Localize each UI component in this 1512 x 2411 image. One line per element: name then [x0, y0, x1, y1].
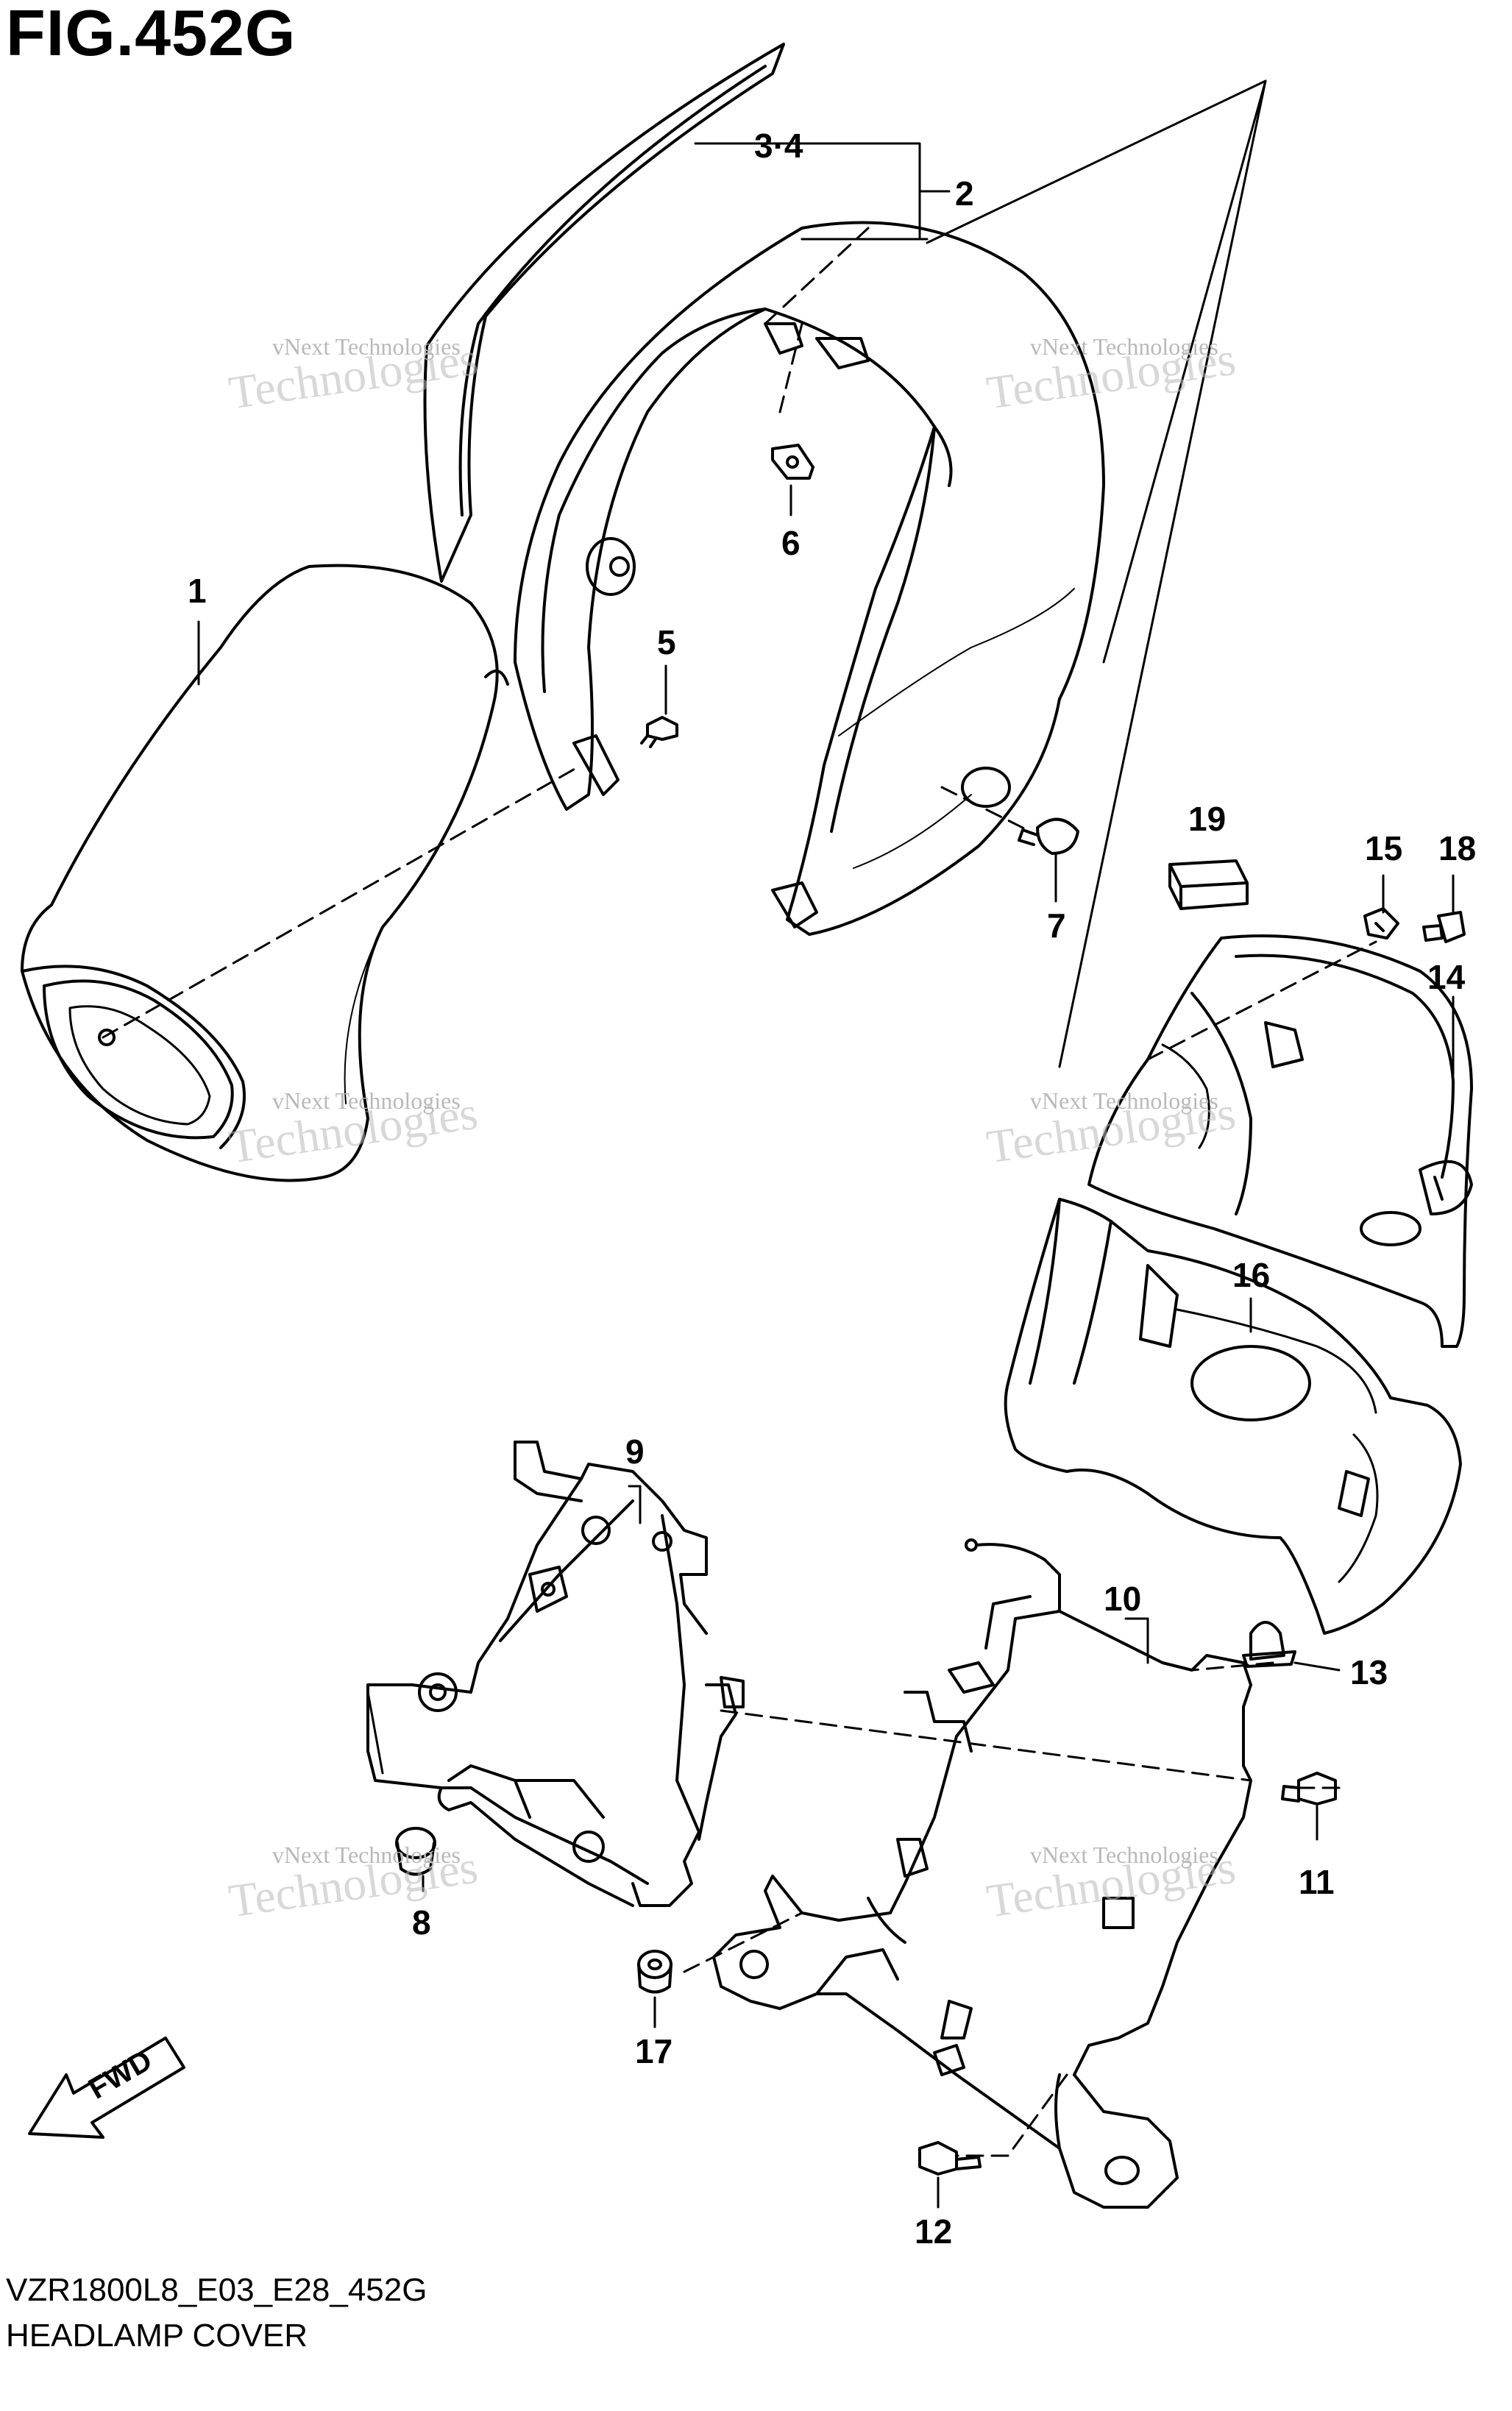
part-14-inner-cover — [1087, 934, 1473, 1348]
figure-code: VZR1800L8_E03_E28_452G — [6, 2272, 427, 2308]
part-5-bolt — [640, 716, 678, 748]
callout-19: 19 — [1188, 800, 1227, 838]
figure-caption: HEADLAMP COVER — [6, 2318, 308, 2354]
callout-15: 15 — [1365, 829, 1403, 867]
callout-5: 5 — [657, 623, 676, 661]
callout-13: 13 — [1350, 1653, 1388, 1691]
callout-2: 2 — [955, 174, 974, 213]
part-10-bracket — [712, 1538, 1252, 2209]
part-8-grommet — [395, 1827, 436, 1876]
callout-1: 1 — [188, 572, 207, 610]
part-19-cushion — [1168, 859, 1249, 910]
part-3-4-trim-strip — [423, 43, 785, 583]
callout-6: 6 — [781, 524, 801, 562]
callout-14: 14 — [1427, 958, 1466, 996]
part-7-screw — [1018, 817, 1079, 855]
callout-10: 10 — [1104, 1580, 1142, 1618]
part-11-bolt — [1281, 1772, 1337, 1805]
part-17-collar — [637, 1950, 672, 1994]
leader-lines — [197, 79, 1455, 2209]
callout-17: 17 — [635, 2032, 673, 2070]
part-2-headlamp-cover — [514, 221, 1105, 936]
callout-16: 16 — [1232, 1256, 1271, 1294]
figure-title: FIG.452G — [6, 0, 297, 69]
part-1-headlamp-housing — [21, 564, 509, 1182]
part-18-clip — [1422, 911, 1466, 943]
part-6-nut — [771, 444, 814, 480]
part-9-bracket — [366, 1441, 745, 1907]
part-13-rivet — [1242, 1621, 1296, 1668]
callout-7: 7 — [1047, 906, 1066, 945]
part-16-lower-cover — [1004, 1198, 1462, 1635]
callout-11: 11 — [1299, 1863, 1335, 1901]
assembly-lines — [102, 227, 1377, 2157]
callout-18: 18 — [1438, 829, 1477, 867]
callout-8: 8 — [412, 1903, 431, 1942]
fwd-arrow-icon — [28, 2037, 185, 2139]
part-12-bolt — [918, 2141, 982, 2176]
callout-3-4: 3·4 — [754, 127, 803, 165]
callout-9: 9 — [625, 1432, 645, 1471]
callout-12: 12 — [915, 2212, 953, 2251]
part-15-clip — [1363, 907, 1399, 940]
